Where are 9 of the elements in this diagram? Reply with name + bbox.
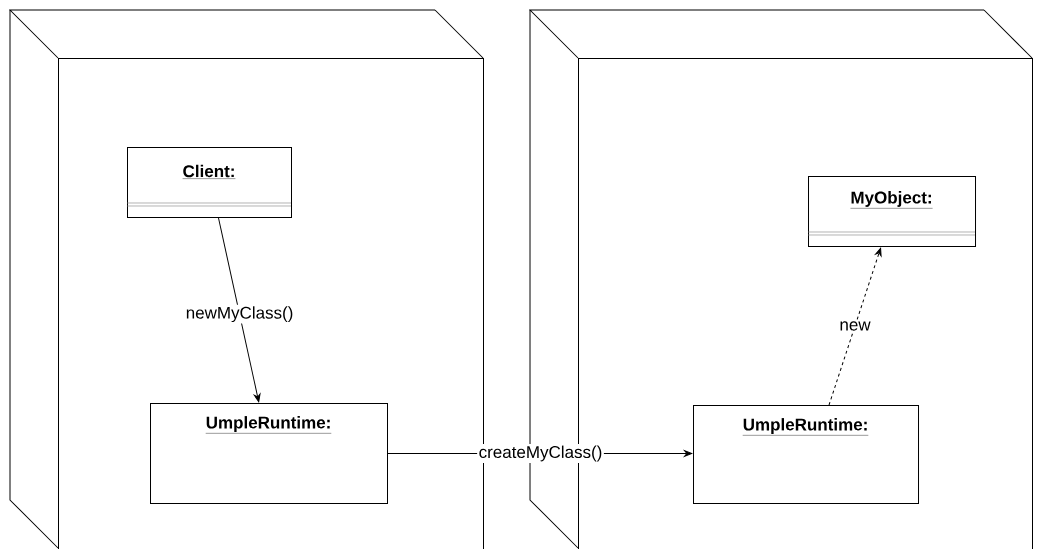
edge-label: createMyClass() bbox=[477, 444, 604, 463]
object-box: UmpleRuntime: bbox=[150, 403, 388, 504]
arrow bbox=[828, 247, 882, 406]
arrow bbox=[218, 217, 261, 403]
edge-label: new bbox=[837, 319, 873, 333]
object-box: UmpleRuntime: bbox=[693, 405, 919, 504]
edge-label: newMyClass() bbox=[184, 304, 295, 324]
object-box: MyObject: bbox=[807, 176, 976, 247]
object-box: Client: bbox=[126, 147, 292, 218]
